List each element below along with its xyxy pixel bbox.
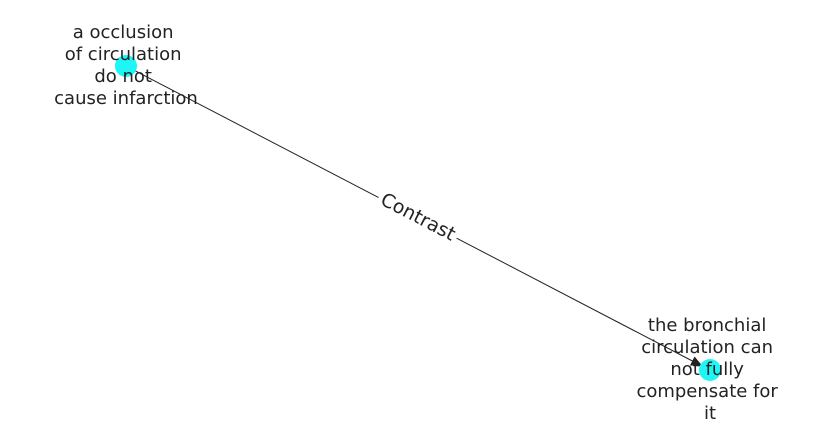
target-label-line: circulation can — [641, 337, 773, 358]
target-label-line: the bronchial — [648, 315, 766, 336]
target-node-label: the bronchial circulation can not fully … — [636, 315, 783, 424]
target-label-line: compensate for — [636, 381, 778, 402]
source-label-line: do not — [94, 66, 152, 87]
target-node — [699, 359, 721, 381]
target-label-line: not fully — [670, 359, 744, 380]
edge-label-background — [372, 184, 464, 250]
source-node — [115, 55, 137, 77]
edge-label-group: Contrast — [372, 184, 464, 250]
source-label-line: cause infarction — [54, 88, 198, 109]
source-label-line: of circulation — [65, 44, 182, 65]
target-label-line: it — [704, 403, 716, 424]
source-label-line: a occlusion — [73, 22, 174, 43]
source-node-label: a occlusion of circulation do not cause … — [54, 22, 198, 109]
